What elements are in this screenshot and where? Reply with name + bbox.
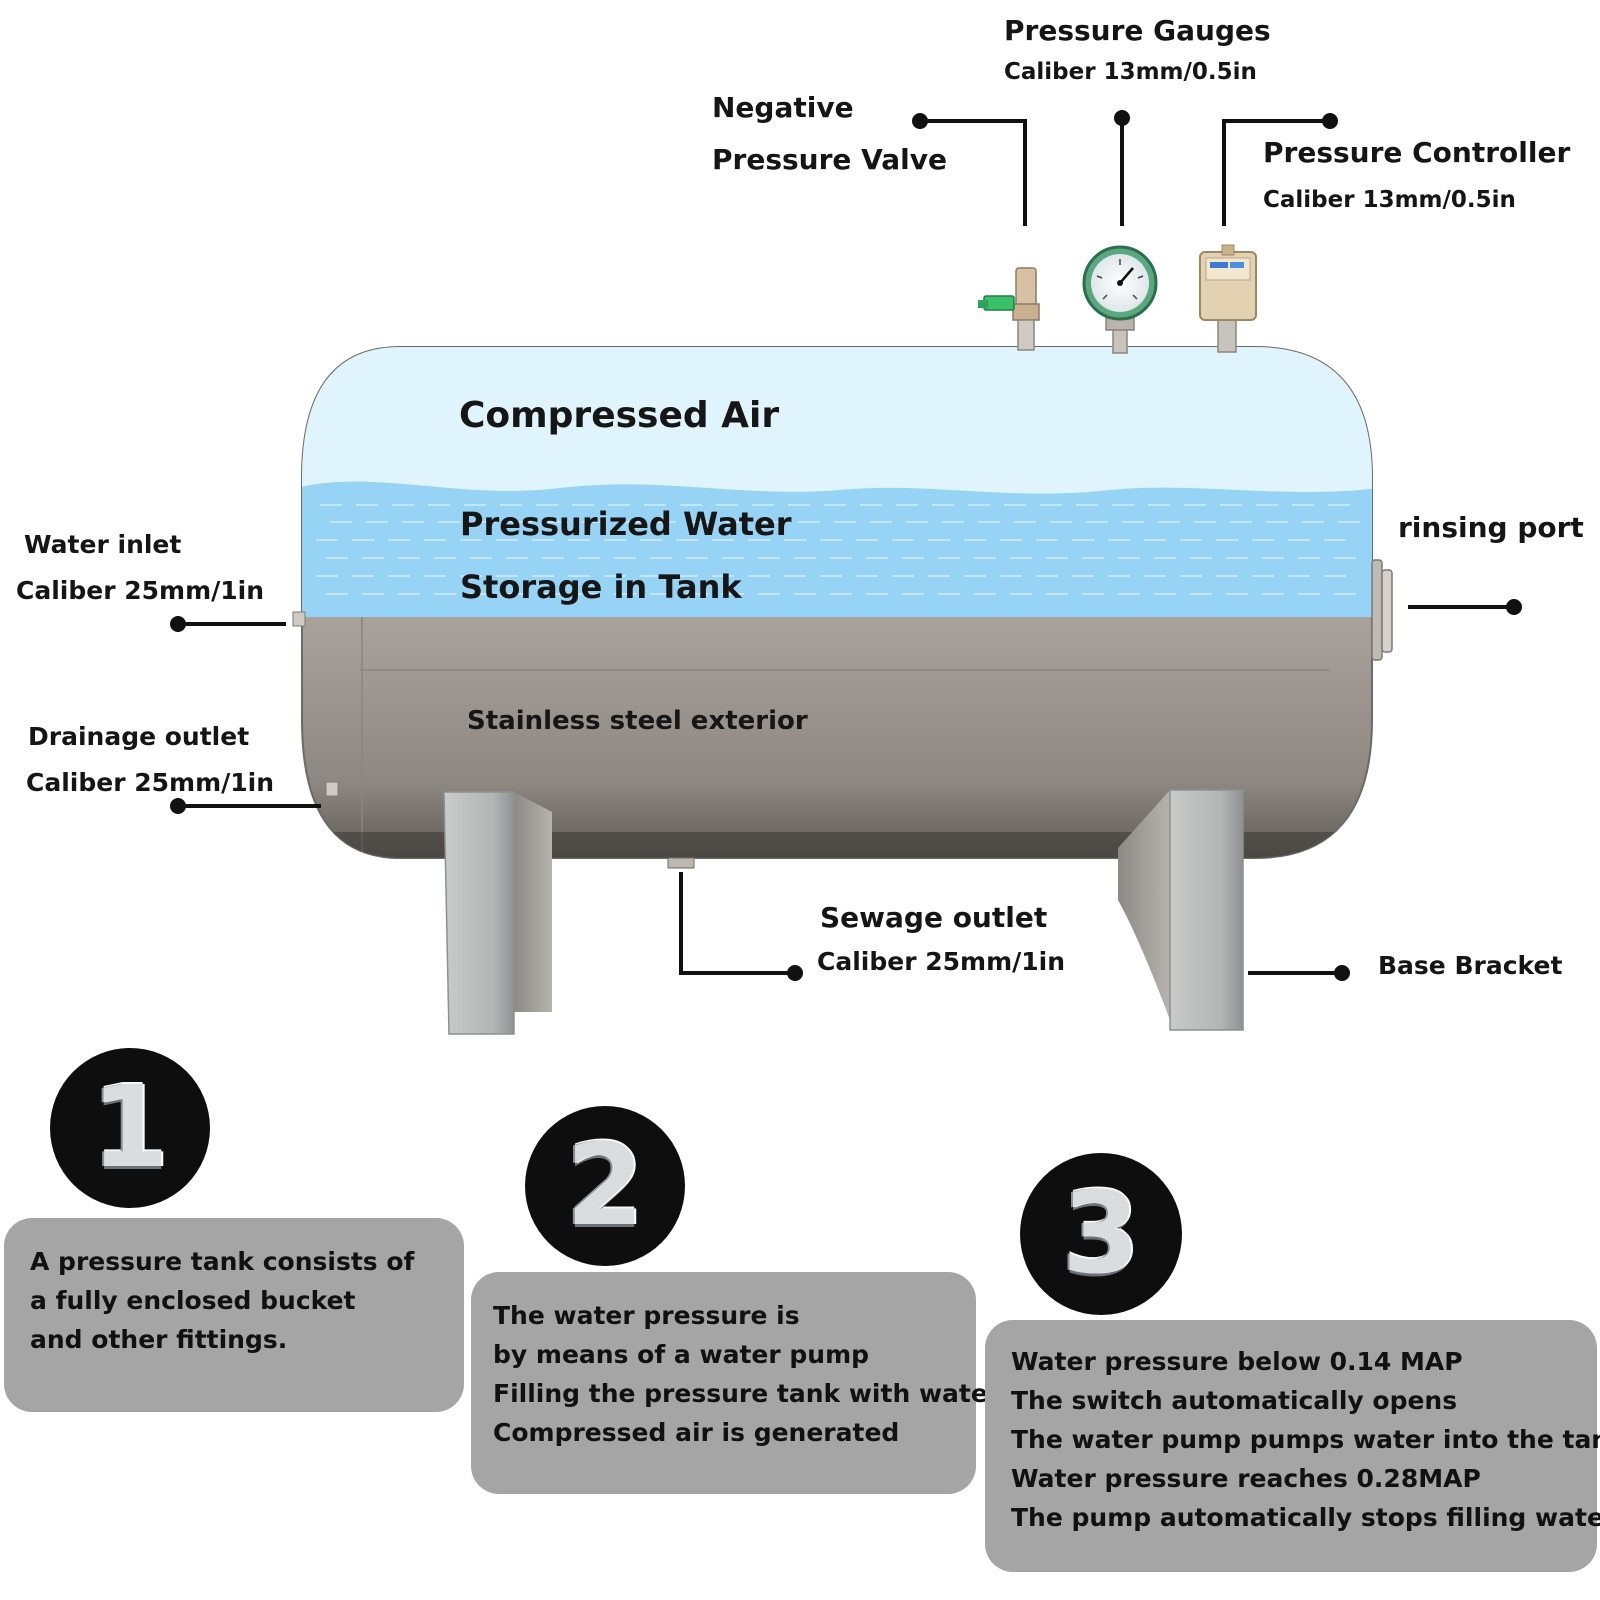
dot-negative-pressure-valve [912,113,928,129]
pressure-gauges-line2: Caliber 13mm/0.5in [1004,59,1257,85]
label-base-bracket: Base Bracket [1378,951,1563,981]
negative-pressure-valve-line1: Negative [712,91,854,124]
drainage-outlet-line1: Drainage outlet [28,722,250,751]
step-2-line: The water pressure is [493,1301,800,1330]
label-water-inlet: Water inlet Caliber 25mm/1in [16,522,264,614]
label-pressure-controller: Pressure Controller Caliber 13mm/0.5in [1263,136,1570,220]
water-inlet-nozzle [292,611,306,627]
label-negative-pressure-valve: Negative Pressure Valve [712,82,947,186]
step-3-line: Water pressure below 0.14 MAP [1011,1347,1463,1376]
pressurized-water-label: Pressurized Water [460,505,792,543]
stainless-steel-exterior-label: Stainless steel exterior [467,706,808,736]
pressure-controller-line2: Caliber 13mm/0.5in [1263,187,1516,213]
dot-pressure-gauges [1114,110,1130,126]
pressure-gauges-line1: Pressure Gauges [1004,14,1271,47]
step-2-description: The water pressure is by means of a wate… [471,1272,1001,1494]
step-3-line: The pump automatically stops filling wat… [1011,1503,1600,1532]
drainage-outlet-nozzle [325,781,339,797]
step-3-line: The switch automatically opens [1011,1386,1458,1415]
dot-sewage-outlet [787,965,803,981]
leader-negative-pressure-valve [920,119,1027,226]
label-rinsing-port: rinsing port [1398,511,1584,544]
sewage-outlet-line2: Caliber 25mm/1in [817,947,1066,976]
dot-rinsing-port [1506,599,1522,615]
step-1-line: and other fittings. [30,1325,288,1354]
compressed-air-zone [302,347,1372,500]
pressure-controller-fitting [1199,244,1257,353]
step-2-line: Compressed air is generated [493,1418,900,1447]
leader-pressure-controller [1222,119,1330,226]
step-3-line: The water pump pumps water into the tank… [1011,1425,1600,1454]
rinsing-port-flange [1371,559,1393,661]
water-inlet-line2: Caliber 25mm/1in [16,576,265,605]
dot-drainage-outlet [170,798,186,814]
step-2-line: by means of a water pump [493,1340,870,1369]
step-1-line: A pressure tank consists of [30,1247,415,1276]
step-2-line: Filling the pressure tank with water [493,1379,1001,1408]
label-sewage-outlet: Sewage outlet Caliber 25mm/1in [817,900,1065,984]
drainage-outlet-line2: Caliber 25mm/1in [26,768,275,797]
base-bracket-line1: Base Bracket [1378,951,1563,980]
dot-pressure-controller [1322,113,1338,129]
dot-water-inlet [170,616,186,632]
negative-pressure-valve-line2: Pressure Valve [712,143,948,176]
compressed-air-label: Compressed Air [459,395,780,436]
sewage-outlet-nozzle [667,857,695,869]
leader-sewage-outlet [679,872,795,975]
step-3-line: Water pressure reaches 0.28MAP [1011,1464,1481,1493]
dot-base-bracket [1334,965,1350,981]
pressure-gauge-fitting [1082,245,1158,354]
sewage-outlet-line1: Sewage outlet [820,901,1048,934]
step-1-number: 1 [91,1063,169,1193]
water-inlet-line1: Water inlet [24,530,182,559]
step-1-line: a fully enclosed bucket [30,1286,356,1315]
negative-pressure-valve-fitting [978,267,1040,351]
step-3-number: 3 [1062,1169,1140,1299]
step-1-badge: 1 [50,1048,210,1208]
rinsing-port-line1: rinsing port [1398,511,1584,544]
water-ripples [316,504,1360,595]
step-2-number: 2 [566,1121,644,1251]
pressure-controller-line1: Pressure Controller [1263,136,1571,169]
label-pressure-gauges: Pressure Gauges Caliber 13mm/0.5in [1004,14,1271,92]
leader-dots [170,110,1522,981]
pressurized-water-zone [302,481,1372,617]
step-3-badge: 3 [1020,1153,1182,1315]
base-bracket-left [443,791,552,1035]
step-2-badge: 2 [525,1106,685,1266]
leader-lines [178,118,1514,975]
step-1-description: A pressure tank consists of a fully encl… [4,1218,464,1412]
step-3-description: Water pressure below 0.14 MAP The switch… [985,1320,1600,1572]
storage-in-tank-label: Storage in Tank [460,568,742,606]
label-drainage-outlet: Drainage outlet Caliber 25mm/1in [26,714,274,806]
base-bracket-right [1118,789,1244,1031]
